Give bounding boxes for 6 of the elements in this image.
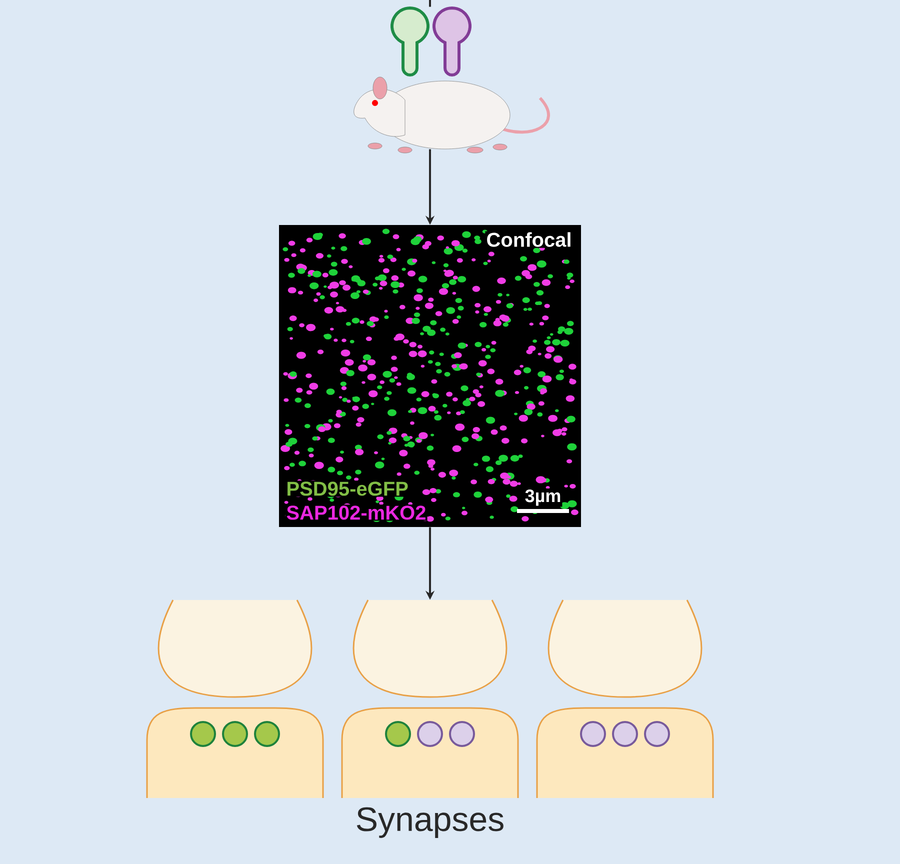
channel-label: PSD95-eGFP [285, 480, 410, 497]
image-title: Confocal [485, 231, 573, 248]
mouse-drawing [354, 6, 550, 154]
channel-label: SAP102-mKO2 [285, 504, 428, 521]
heading: Synapses [356, 807, 504, 838]
scale-label: 3µm [524, 488, 562, 507]
